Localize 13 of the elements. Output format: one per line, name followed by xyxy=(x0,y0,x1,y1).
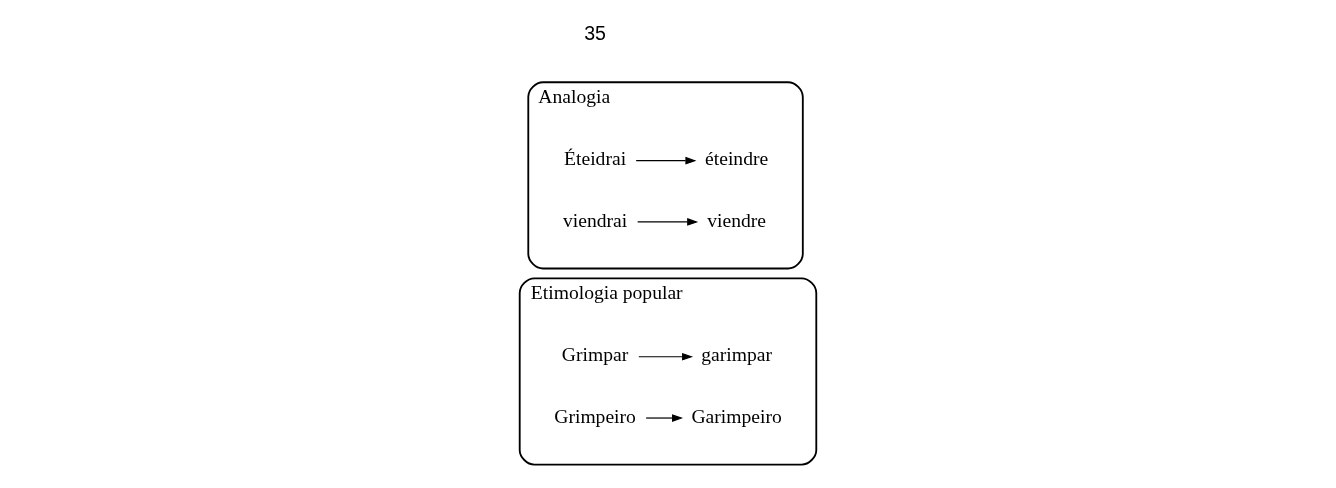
node-text: viendrai xyxy=(562,209,628,231)
node-text: éteindre xyxy=(705,148,769,170)
node-text: viendre xyxy=(707,209,767,231)
node-text: Grimpar xyxy=(561,344,629,366)
arrow xyxy=(635,156,697,165)
node-text: garimpar xyxy=(701,344,772,366)
arrow xyxy=(638,352,694,361)
node-text: Garimpeiro xyxy=(691,405,782,427)
node-text: Grimpeiro xyxy=(554,405,636,427)
label: 35 xyxy=(584,22,606,45)
node-text: Éteidrai xyxy=(564,148,627,170)
arrow xyxy=(637,218,699,226)
arrow xyxy=(645,414,684,422)
